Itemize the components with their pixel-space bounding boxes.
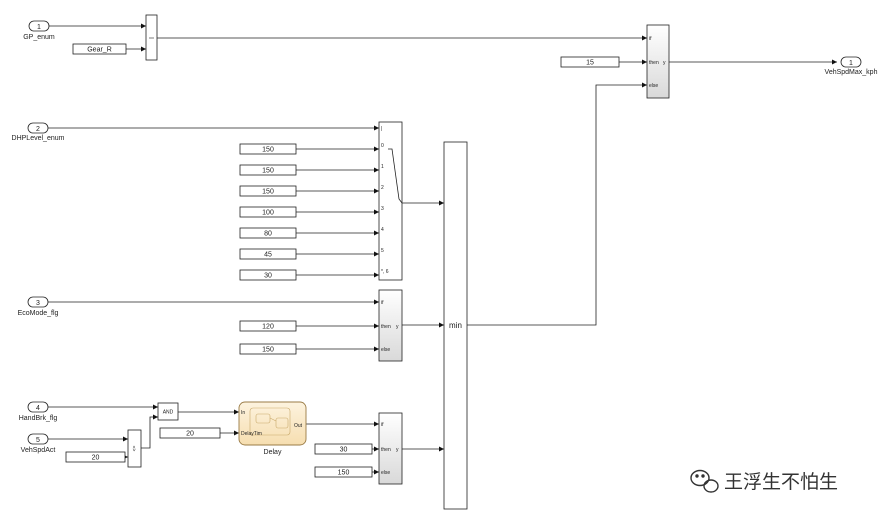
constant-value: 150 [262,347,274,354]
port-4: 4 [381,227,384,233]
relational-operator: <= [132,446,138,452]
min-label: min [449,321,462,330]
outport-label: VehSpdMax_kph [825,69,878,76]
constant-eco-then[interactable]: 120 [239,320,297,332]
port-if: if [381,300,384,306]
constant-value: 150 [338,470,350,477]
port-1: 1 [381,164,384,170]
constant-dhp-5[interactable]: 45 [239,248,297,260]
switch-gear-r[interactable]: if then y else [646,24,670,99]
port-y: y [663,60,666,66]
constant-dhp-2[interactable]: 150 [239,185,297,197]
constant-dhp-0[interactable]: 150 [239,143,297,155]
port-then: then [649,60,659,66]
constant-gear-r[interactable]: Gear_R [72,43,127,55]
wechat-icon [690,469,719,493]
delay-port-in: In [241,410,245,416]
relational-le-block[interactable]: <= [127,429,142,468]
inport-number: 3 [36,300,40,307]
inport-dhplevel-enum[interactable]: 2 DHPLevel_enum [12,122,65,142]
constant-value: 80 [264,231,272,238]
constant-hb-else[interactable]: 150 [314,466,373,478]
port-else: else [381,347,390,353]
port-6: *, 6 [381,269,389,275]
constant-value: 30 [264,273,272,280]
inport-ecomode-flg[interactable]: 3 EcoMode_flg [18,296,59,317]
outport-vehspdmax-kph[interactable]: 1 VehSpdMax_kph [825,56,878,76]
inport-label: GP_enum [23,34,55,41]
port-2: 2 [381,185,384,191]
inport-number: 2 [36,126,40,133]
mux-gear-compare[interactable] [145,14,158,61]
inport-label: HandBrk_flg [19,415,58,422]
constant-value: 45 [264,252,272,259]
constant-dhp-6[interactable]: 30 [239,269,297,281]
outport-number: 1 [849,60,853,67]
inport-number: 5 [36,437,40,444]
constant-dhp-4[interactable]: 80 [239,227,297,239]
constant-delay-time[interactable]: 20 [159,427,221,439]
inport-label: VehSpdAct [21,447,56,454]
inport-handbrk-flg[interactable]: 4 HandBrk_flg [19,401,58,422]
switch-path [388,148,403,204]
and-label: AND [163,410,174,416]
constant-value: Gear_R [87,47,112,54]
constant-speed-threshold[interactable]: 20 [65,451,126,463]
constant-hb-then[interactable]: 30 [314,443,373,455]
delay-chart-block[interactable]: In DelayTim Out Delay [238,401,307,456]
port-5: 5 [381,248,384,254]
min-block[interactable]: min [443,141,468,510]
constant-value: 100 [262,210,274,217]
delay-port-out: Out [294,423,303,429]
constant-value: 20 [92,455,100,462]
delay-port-delaytime: DelayTim [241,431,262,437]
switch-eco-mode[interactable]: if then y else [378,289,403,362]
constant-value: 15 [586,60,594,67]
port-then: then [381,324,391,330]
port-else: else [381,470,390,476]
signal-lines [48,23,837,475]
watermark: 王浮生不怕生 [690,469,838,493]
watermark-text: 王浮生不怕生 [724,471,838,493]
port-y: y [396,324,399,330]
constant-value: 20 [186,431,194,438]
inport-label: EcoMode_flg [18,310,59,317]
constant-dhp-1[interactable]: 150 [239,164,297,176]
inport-vehspdact[interactable]: 5 VehSpdAct [21,433,56,454]
inport-number: 1 [37,24,41,31]
switch-handbrake[interactable]: if then y else [378,412,403,485]
port-3: 3 [381,206,384,212]
multiport-switch-dhp[interactable]: | 0 1 2 3 4 5 *, 6 [378,121,403,281]
inport-gp-enum[interactable]: 1 GP_enum [23,20,55,41]
and-block[interactable]: AND [157,402,179,421]
constant-dhp-3[interactable]: 100 [239,206,297,218]
constant-value: 150 [262,147,274,154]
port-y: y [396,447,399,453]
dhp-constants: 150 150 150 100 80 45 30 [239,143,297,281]
port-then: then [381,447,391,453]
inport-label: DHPLevel_enum [12,135,65,142]
constant-value: 120 [262,324,274,331]
stateflow-chart-icon [249,407,291,436]
delay-title: Delay [264,449,282,456]
port-0: 0 [381,143,384,149]
constant-15[interactable]: 15 [560,56,620,68]
port-if: if [381,422,384,428]
constant-eco-else[interactable]: 150 [239,343,297,355]
port-if: if [649,36,652,42]
constant-value: 150 [262,189,274,196]
constant-value: 150 [262,168,274,175]
constant-value: 30 [340,447,348,454]
port-control-marker: | [381,126,382,132]
inport-number: 4 [36,405,40,412]
port-else: else [649,83,658,89]
